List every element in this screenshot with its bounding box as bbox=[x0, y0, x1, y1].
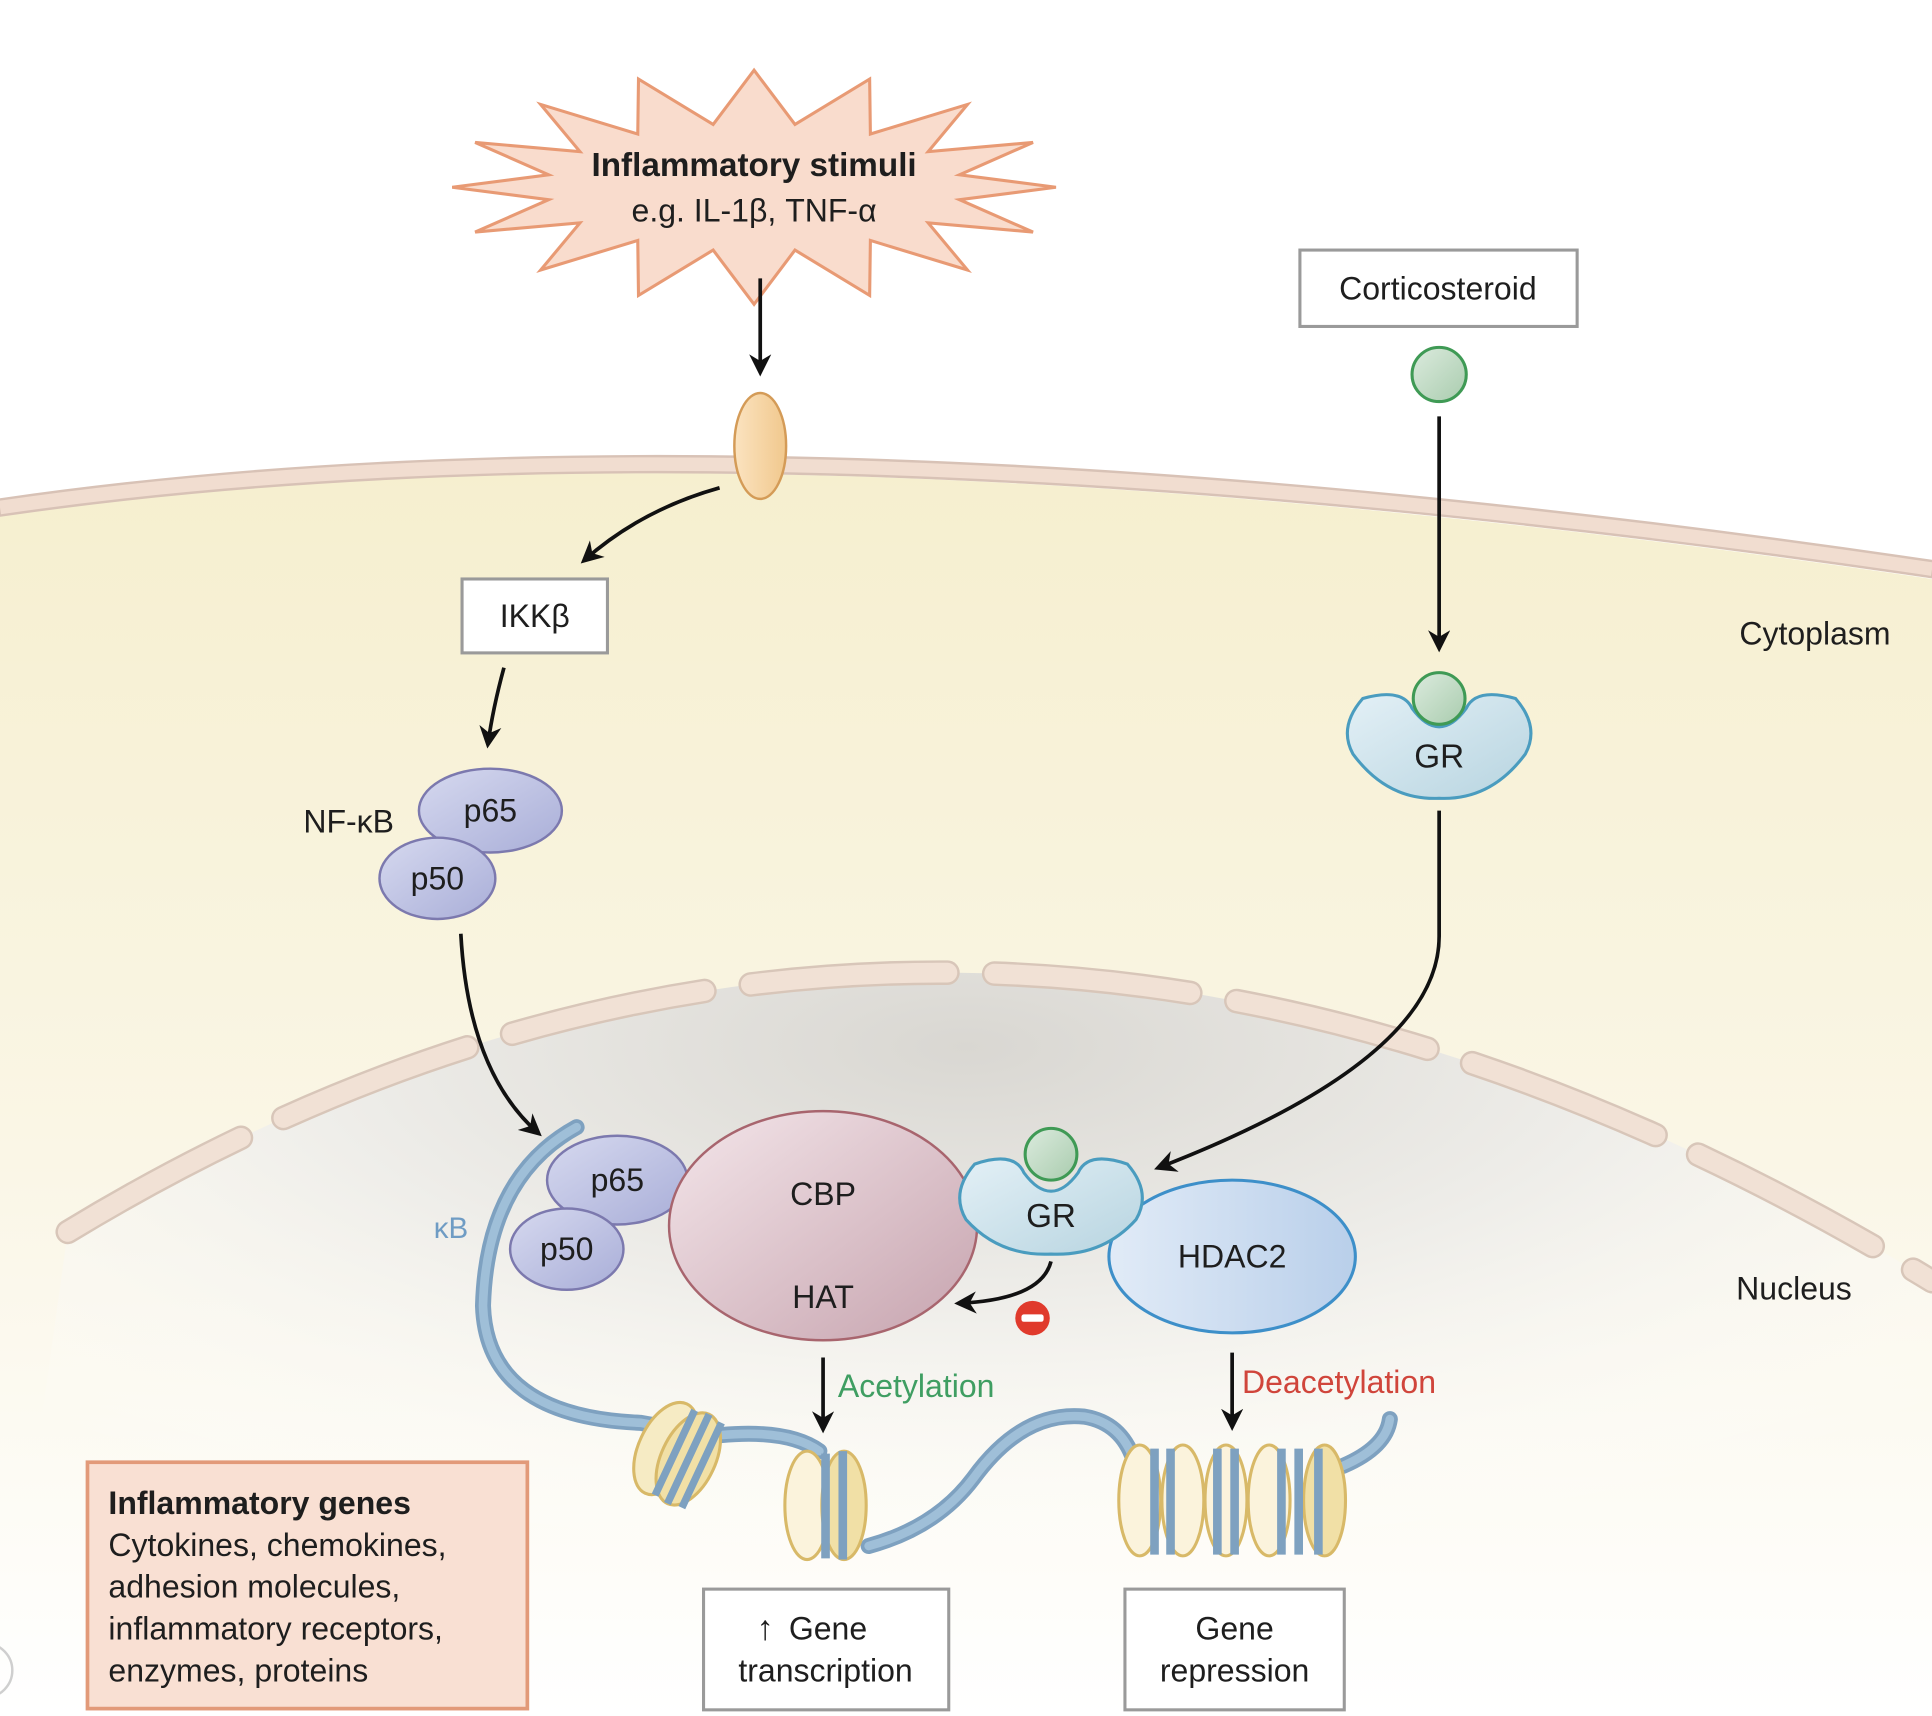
gr-nucleus-label: GR bbox=[1026, 1198, 1076, 1235]
cytoplasm-label: Cytoplasm bbox=[1739, 615, 1890, 651]
arrow-gr-to-nucleus bbox=[1154, 810, 1441, 1172]
p65-cytoplasm bbox=[417, 767, 564, 854]
genes-line-3: inflammatory receptors, bbox=[108, 1611, 443, 1647]
gr-nucleus-ligand bbox=[1023, 1126, 1079, 1182]
transcription-line2: transcription bbox=[738, 1653, 912, 1689]
transcription-line1: Gene bbox=[789, 1611, 867, 1647]
gr-cytoplasm-label: GR bbox=[1414, 738, 1464, 775]
cbp-label: CBP bbox=[790, 1176, 856, 1212]
dna-kb-loop-inner bbox=[478, 1122, 680, 1434]
arrow-nfkb-to-nucleus bbox=[458, 933, 542, 1137]
edge-circle-artifact bbox=[0, 1646, 14, 1695]
dna-strand: κB bbox=[434, 1119, 1398, 1555]
genes-line-2: adhesion molecules, bbox=[108, 1569, 400, 1605]
stimulus-title: Inflammatory stimuli bbox=[591, 147, 916, 184]
nfkb-nucleus: p65 p50 bbox=[508, 1134, 689, 1292]
gene-repression-box: Gene repression bbox=[1123, 1587, 1346, 1712]
inhibition-icon bbox=[1015, 1300, 1050, 1336]
hat-label: HAT bbox=[792, 1279, 854, 1315]
nfkb-label: NF-κB bbox=[303, 804, 394, 840]
p50-nucleus bbox=[508, 1207, 625, 1292]
plasma-membrane-inner bbox=[0, 457, 1932, 576]
corticosteroid-box: Corticosteroid bbox=[1298, 248, 1579, 328]
transcription-up-arrow: ↑ bbox=[757, 1610, 774, 1648]
cbp-hat: CBP HAT bbox=[667, 1109, 979, 1342]
nucleosome-condensed bbox=[1117, 1443, 1348, 1558]
nucleosome-active bbox=[783, 1449, 868, 1562]
starburst-shape bbox=[451, 67, 1057, 307]
ikk-label: IKKβ bbox=[500, 598, 570, 634]
nfkb-cytoplasm: NF-κB p65 p50 bbox=[303, 767, 564, 921]
gr-cytoplasm: GR bbox=[1345, 671, 1533, 800]
hdac2-shape bbox=[1107, 1178, 1357, 1335]
corticosteroid-ligand bbox=[1410, 345, 1468, 404]
genes-line-1: Cytokines, chemokines, bbox=[108, 1527, 446, 1563]
p65-nucleus-label: p65 bbox=[591, 1162, 644, 1198]
inflammatory-stimuli-burst: Inflammatory stimuli e.g. IL-1β, TNF-α bbox=[451, 67, 1057, 307]
deacetylation-label: Deacetylation bbox=[1242, 1364, 1436, 1400]
repression-line1: Gene bbox=[1195, 1611, 1273, 1647]
gene-transcription-box: ↑ Gene transcription bbox=[702, 1587, 951, 1712]
gr-nucleus-shape bbox=[958, 1157, 1144, 1256]
ikk-box: IKKβ bbox=[460, 577, 609, 655]
p50-cytoplasm-label: p50 bbox=[411, 860, 464, 896]
genes-title: Inflammatory genes bbox=[108, 1485, 411, 1521]
arrow-ikk-to-nfkb bbox=[479, 667, 506, 749]
nucleus-label: Nucleus bbox=[1736, 1271, 1852, 1307]
inflammatory-genes-box: Inflammatory genes Cytokines, chemokines… bbox=[85, 1460, 530, 1711]
kb-site-label: κB bbox=[434, 1212, 468, 1245]
dna-linker-inner bbox=[716, 1411, 1395, 1551]
genes-line-4: enzymes, proteins bbox=[108, 1653, 368, 1689]
nucleosome-left bbox=[632, 1400, 725, 1510]
stimulus-subtitle: e.g. IL-1β, TNF-α bbox=[632, 193, 877, 229]
p50-nucleus-label: p50 bbox=[540, 1231, 593, 1267]
membrane-receptor bbox=[733, 391, 788, 501]
repression-line2: repression bbox=[1160, 1653, 1310, 1689]
gr-nucleus: GR bbox=[958, 1126, 1144, 1256]
acetylation-label: Acetylation bbox=[838, 1368, 995, 1404]
nuclear-envelope-inner bbox=[57, 962, 1932, 1292]
hdac2-label: HDAC2 bbox=[1178, 1239, 1287, 1275]
gr-cytoplasm-ligand bbox=[1411, 671, 1467, 726]
p50-cytoplasm bbox=[378, 836, 497, 921]
arrow-receptor-to-ikk bbox=[580, 486, 721, 564]
arrow-gr-inhibits-hat bbox=[954, 1260, 1053, 1314]
p65-cytoplasm-label: p65 bbox=[464, 793, 517, 829]
hdac2: HDAC2 bbox=[1107, 1178, 1357, 1335]
corticosteroid-label: Corticosteroid bbox=[1339, 270, 1537, 306]
